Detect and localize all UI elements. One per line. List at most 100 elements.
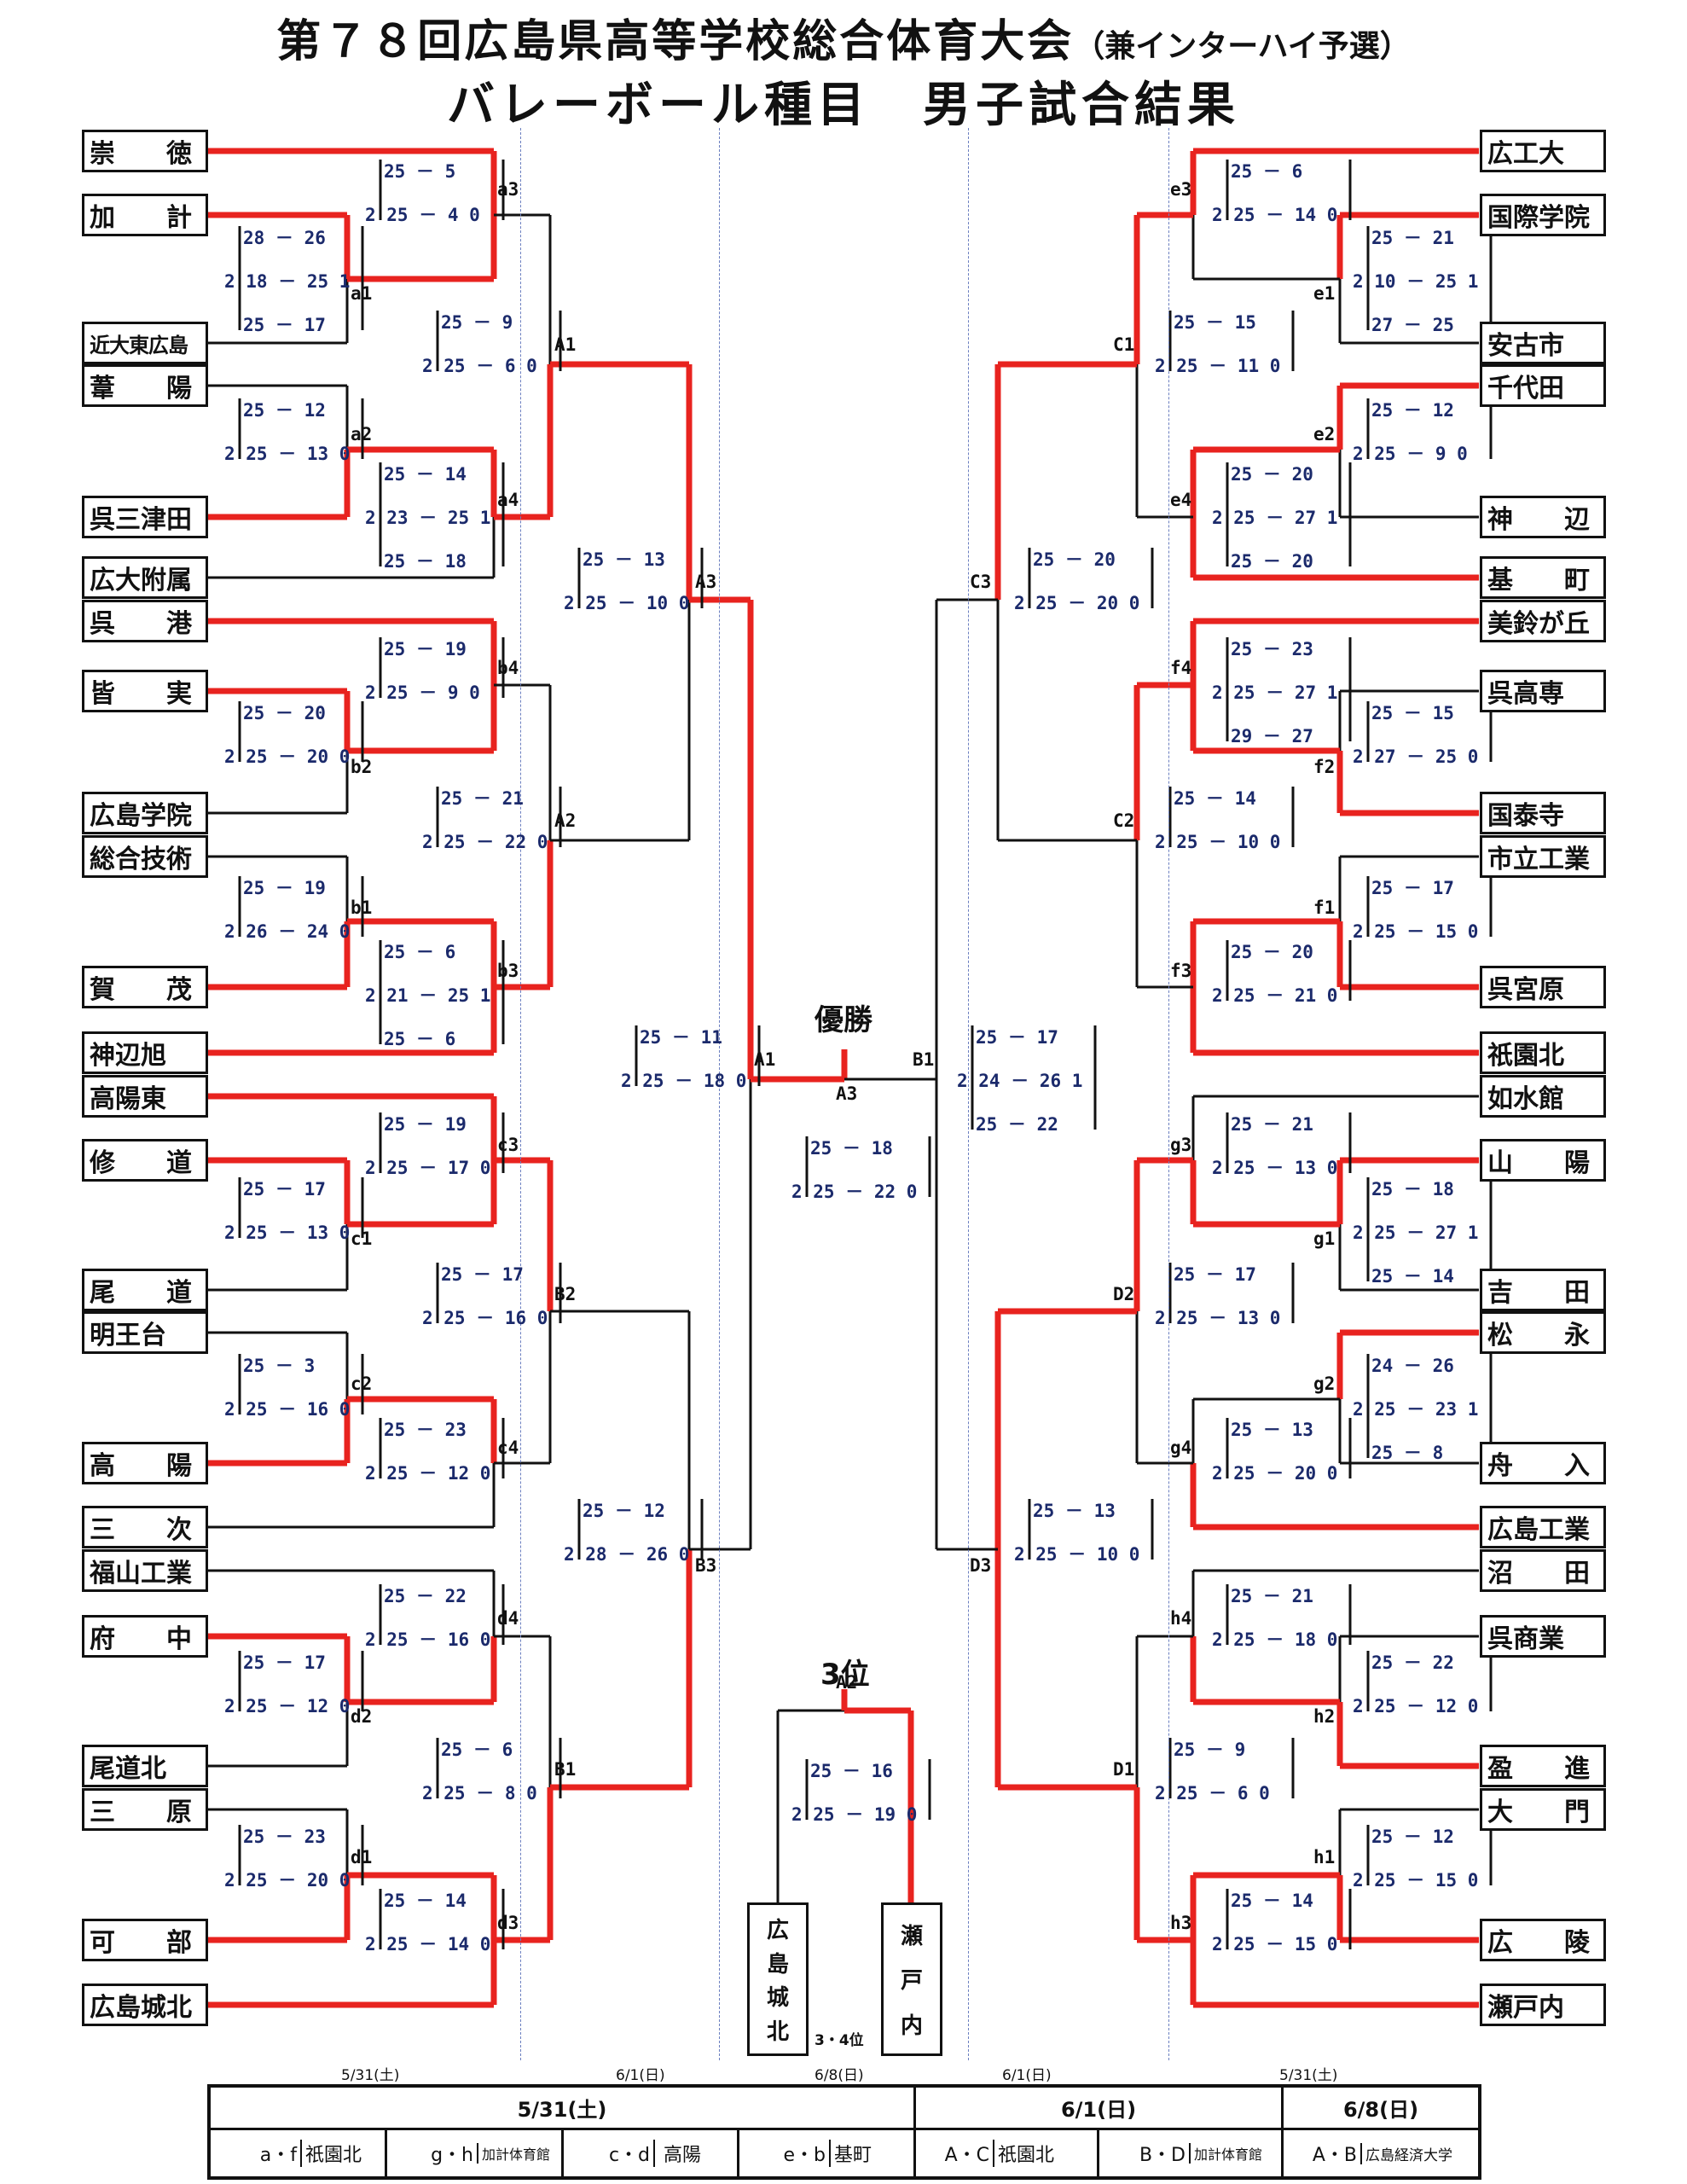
date-label: 6/1(日) — [616, 2067, 665, 2084]
set-score: 2 28 － 26 0 — [564, 1544, 690, 1565]
match-label: g2 — [1313, 1374, 1336, 1394]
schedule-header-day3: 6/8(日) — [1284, 2088, 1478, 2130]
right-team-3: 千代田 — [1480, 364, 1606, 407]
set-score: 2 25 － 20 0 — [224, 1870, 351, 1891]
left-team-7: 皆 実 — [82, 670, 208, 712]
match-label: h4 — [1170, 1608, 1192, 1629]
left-team-4: 呉三津田 — [82, 496, 208, 538]
set-score: 2 25 － 18 0 — [1212, 1629, 1338, 1650]
set-score: 25 － 14 — [384, 1891, 467, 1911]
match-label: f3 — [1170, 961, 1192, 981]
set-score: 2 25 － 12 0 — [1353, 1696, 1479, 1716]
match-label: A3 — [695, 572, 717, 592]
set-score: 25 － 17 — [976, 1027, 1058, 1048]
match-label: h3 — [1170, 1913, 1192, 1933]
set-score: 25 － 19 — [384, 1114, 467, 1135]
match-label: e1 — [1313, 283, 1336, 304]
right-team-0: 広工大 — [1480, 130, 1606, 172]
match-label: a2 — [351, 424, 373, 444]
set-score: 25 － 14 — [1231, 1891, 1313, 1911]
set-score: 25 － 18 — [1371, 1179, 1454, 1199]
set-score: 25 － 12 — [1371, 400, 1454, 421]
match-label: D2 — [1113, 1284, 1135, 1304]
match-label: b3 — [497, 961, 519, 981]
match-label: a3 — [497, 179, 519, 200]
right-team-22: 広 陵 — [1480, 1919, 1606, 1961]
set-score: 25 － 13 — [1231, 1420, 1313, 1440]
left-team-16: 高 陽 — [82, 1442, 208, 1484]
match-label: B2 — [554, 1284, 577, 1304]
column-guide — [1168, 128, 1169, 2060]
right-team-6: 美鈴が丘 — [1480, 600, 1606, 642]
match-label: e3 — [1170, 179, 1192, 200]
match-label: B1 — [913, 1049, 935, 1070]
set-score: 25 － 23 — [243, 1827, 326, 1847]
set-score: 25 － 15 — [1174, 312, 1256, 333]
match-label: C3 — [970, 572, 992, 592]
set-score: 2 25 － 22 0 — [791, 1182, 918, 1202]
right-team-20: 盈 進 — [1480, 1745, 1606, 1787]
set-score: 2 25 － 13 0 — [224, 1223, 351, 1243]
set-score: 25 － 22 — [976, 1114, 1058, 1135]
left-team-9: 総合技術 — [82, 835, 208, 878]
set-score: 2 25 － 11 0 — [1155, 356, 1281, 376]
right-team-16: 舟 入 — [1480, 1442, 1606, 1484]
center-label: 3・4位 — [815, 2032, 864, 2049]
set-score: 2 25 － 23 1 — [1353, 1399, 1479, 1420]
right-team-1: 国際学院 — [1480, 194, 1606, 236]
left-team-13: 修 道 — [82, 1139, 208, 1182]
left-team-1: 加 計 — [82, 194, 208, 236]
column-guide — [520, 128, 521, 2060]
left-team-15: 明王台 — [82, 1311, 208, 1354]
match-label: a1 — [351, 283, 373, 304]
right-team-5: 基 町 — [1480, 556, 1606, 599]
set-score: 25 － 15 — [1371, 703, 1454, 723]
set-score: 25 － 16 — [810, 1761, 893, 1781]
left-team-11: 神辺旭 — [82, 1031, 208, 1074]
set-score: 2 25 － 10 0 — [1014, 1544, 1140, 1565]
set-score: 25 － 6 — [384, 1029, 456, 1049]
set-score: 2 25 － 20 0 — [1212, 1463, 1338, 1484]
set-score: 2 25 － 14 0 — [1212, 205, 1338, 225]
date-label: 5/31(土) — [341, 2067, 400, 2084]
set-score: 29 － 27 — [1231, 726, 1313, 746]
left-team-20: 尾道北 — [82, 1745, 208, 1787]
match-label: A3 — [836, 1083, 858, 1104]
page-subtitle: バレーボール種目 男子試合結果 — [447, 78, 1240, 133]
match-label: D3 — [970, 1555, 992, 1576]
set-score: 25 － 19 — [243, 878, 326, 898]
set-score: 2 25 － 27 1 — [1212, 508, 1338, 528]
set-score: 2 25 － 20 0 — [224, 746, 351, 767]
set-score: 2 25 － 6 0 — [422, 356, 537, 376]
set-score: 2 25 － 18 0 — [621, 1071, 747, 1091]
date-label: 6/1(日) — [1002, 2067, 1052, 2084]
set-score: 25 － 20 — [1033, 549, 1116, 570]
set-score: 25 － 18 — [384, 551, 467, 572]
match-label: f1 — [1313, 897, 1336, 918]
set-score: 25 － 21 — [1231, 1114, 1313, 1135]
right-team-10: 呉宮原 — [1480, 966, 1606, 1008]
char: 城 — [766, 1985, 789, 2012]
right-team-21: 大 門 — [1480, 1788, 1606, 1831]
left-team-8: 広島学院 — [82, 792, 208, 834]
right-team-8: 国泰寺 — [1480, 792, 1606, 834]
right-team-12: 如水館 — [1480, 1075, 1606, 1118]
match-label: C1 — [1113, 334, 1135, 355]
set-score: 2 25 － 10 0 — [564, 593, 690, 613]
set-score: 25 － 20 — [243, 703, 326, 723]
match-label: b2 — [351, 757, 373, 777]
match-label: g1 — [1313, 1228, 1336, 1249]
set-score: 2 25 － 15 0 — [1353, 1870, 1479, 1891]
match-label: c4 — [497, 1438, 519, 1458]
bracket-lines — [208, 148, 1493, 2008]
match-label: c1 — [351, 1228, 373, 1249]
set-score: 2 25 － 16 0 — [422, 1308, 548, 1328]
right-team-17: 広島工業 — [1480, 1506, 1606, 1548]
char: 内 — [900, 2013, 923, 2040]
set-score: 2 25 － 10 0 — [1155, 832, 1281, 852]
set-score: 2 25 － 13 0 — [1212, 1158, 1338, 1178]
set-score: 25 － 19 — [384, 639, 467, 659]
set-score: 25 － 13 — [583, 549, 665, 570]
match-label: h2 — [1313, 1706, 1336, 1727]
